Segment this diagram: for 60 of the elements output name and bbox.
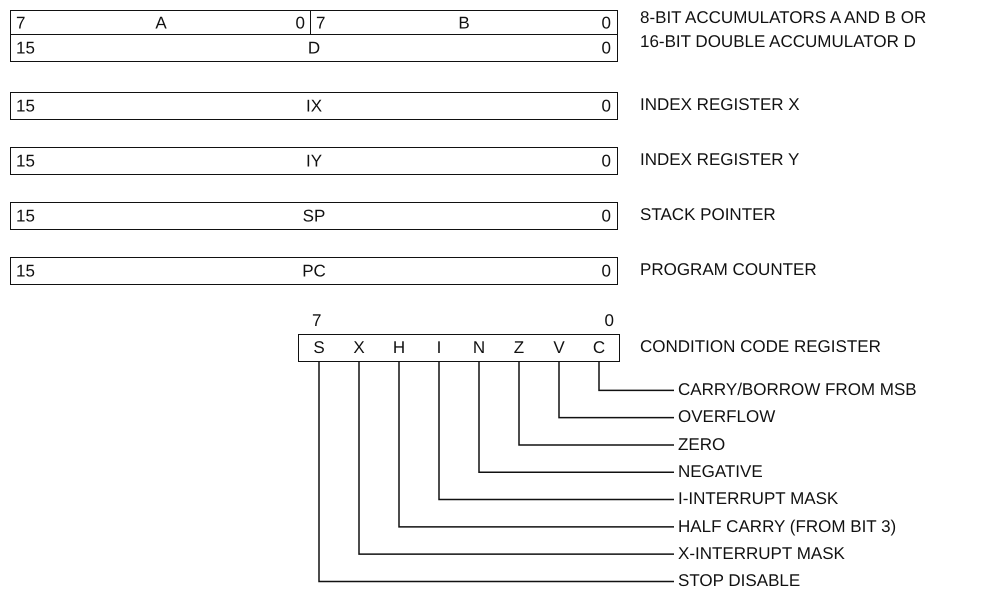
leader-line xyxy=(318,362,674,582)
register-box xyxy=(310,10,618,36)
flag-bit: H xyxy=(379,335,419,360)
register-box xyxy=(10,202,618,230)
register-box xyxy=(10,34,618,62)
leader-line xyxy=(358,362,674,555)
bit-number: 0 xyxy=(602,40,611,56)
register-label: PROGRAM COUNTER xyxy=(640,261,817,280)
bit-number: 15 xyxy=(16,152,35,170)
flag-description: OVERFLOW xyxy=(678,408,776,427)
flag-bit: X xyxy=(339,335,379,360)
flag-bit: C xyxy=(579,335,619,360)
register-name: B xyxy=(458,14,470,32)
bit-number: 15 xyxy=(16,262,35,280)
register-name: IY xyxy=(306,152,322,170)
register-label: INDEX REGISTER X xyxy=(640,96,800,115)
bit-number: 7 xyxy=(312,312,322,329)
bit-number: 0 xyxy=(602,152,611,170)
register-name: IX xyxy=(306,98,322,114)
bit-number: 15 xyxy=(16,40,35,56)
bit-number: 15 xyxy=(16,208,35,224)
bit-number: 0 xyxy=(602,14,611,32)
flag-bit: V xyxy=(539,335,579,360)
flag-description: STOP DISABLE xyxy=(678,572,800,591)
flag-bit: S xyxy=(299,335,339,360)
register-box xyxy=(10,147,618,175)
bit-number: 0 xyxy=(296,14,305,32)
flag-description: NEGATIVE xyxy=(678,462,763,482)
bit-number: 7 xyxy=(16,14,26,32)
register-label: 8-BIT ACCUMULATORS A AND B OR 16-BIT DOUBLE ACCUMULATOR D xyxy=(640,7,928,53)
bit-number: 15 xyxy=(16,98,35,114)
bit-number: 0 xyxy=(602,262,611,280)
flag-description: HALF CARRY (FROM BIT 3) xyxy=(678,518,896,536)
bit-number: 7 xyxy=(316,14,326,32)
leader-line xyxy=(438,362,674,500)
flag-bit: N xyxy=(459,335,499,360)
leader-line xyxy=(478,362,674,473)
leader-line xyxy=(558,362,674,418)
bit-number: 0 xyxy=(602,98,611,114)
register-name: D xyxy=(308,40,320,56)
bit-number: 0 xyxy=(604,312,614,329)
register-name: PC xyxy=(302,262,326,280)
flag-description: ZERO xyxy=(678,436,726,454)
flag-description: CARRY/BORROW FROM MSB xyxy=(678,381,917,400)
register-name: SP xyxy=(302,208,326,224)
register-label: INDEX REGISTER Y xyxy=(640,151,800,170)
register-label: CONDITION CODE REGISTER xyxy=(640,338,881,357)
leader-line xyxy=(398,362,674,528)
flag-description: X-INTERRUPT MASK xyxy=(678,544,845,564)
leader-line xyxy=(518,362,674,446)
register-name: A xyxy=(155,14,167,32)
register-box xyxy=(10,92,618,120)
bit-number: 0 xyxy=(602,208,611,224)
register-box xyxy=(10,257,618,285)
leader-line xyxy=(598,362,674,392)
flag-bit: Z xyxy=(499,335,539,360)
register-label: STACK POINTER xyxy=(640,206,776,225)
flag-description: I-INTERRUPT MASK xyxy=(678,490,838,509)
flag-bit: I xyxy=(419,335,459,360)
register-box xyxy=(10,10,312,36)
